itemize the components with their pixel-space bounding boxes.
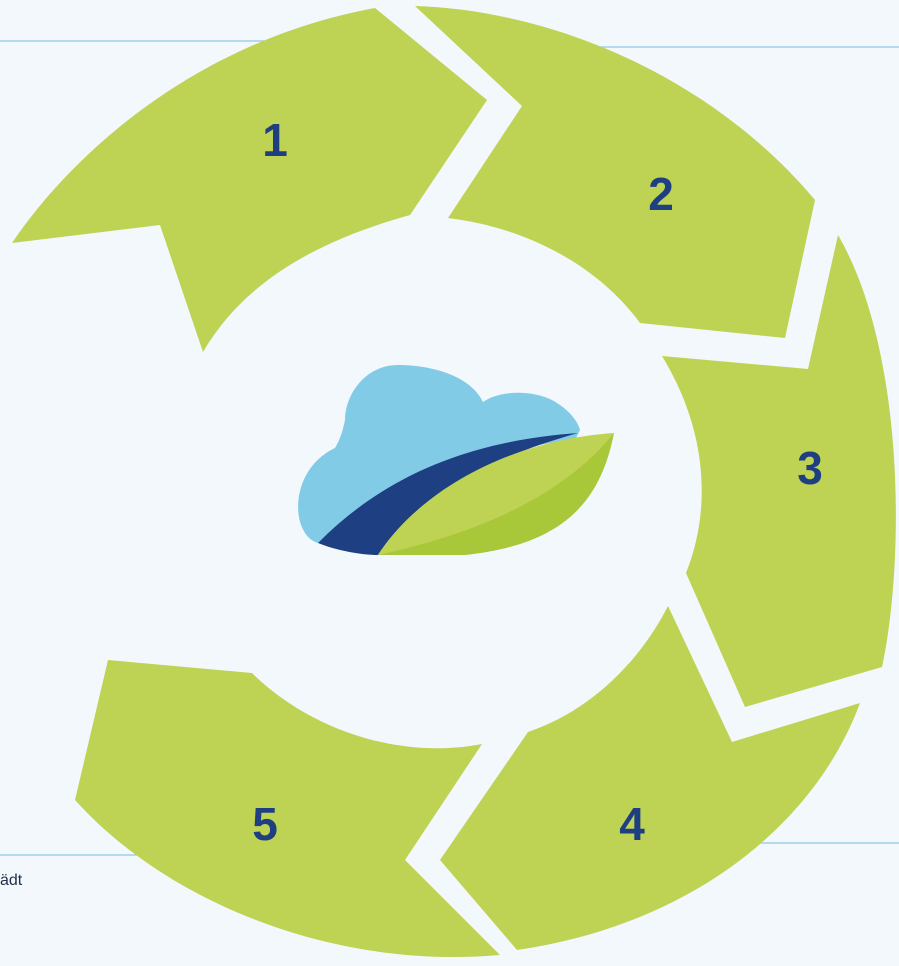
step-2-number: 2 [648,168,674,220]
step-5-number: 5 [252,798,278,850]
cycle-step-2-arrow [415,6,815,338]
cycle-step-4-arrow [440,606,860,950]
cycle-step-5-arrow [75,660,500,958]
cycle-step-3-arrow [662,235,896,707]
cloud-leaf-logo-icon [298,365,614,555]
step-3-number: 3 [797,442,823,494]
footer-text-fragment: ädt [0,872,23,889]
cycle-step-1-arrow [12,8,487,352]
step-4-number: 4 [619,798,645,850]
step-1-number: 1 [262,114,288,166]
